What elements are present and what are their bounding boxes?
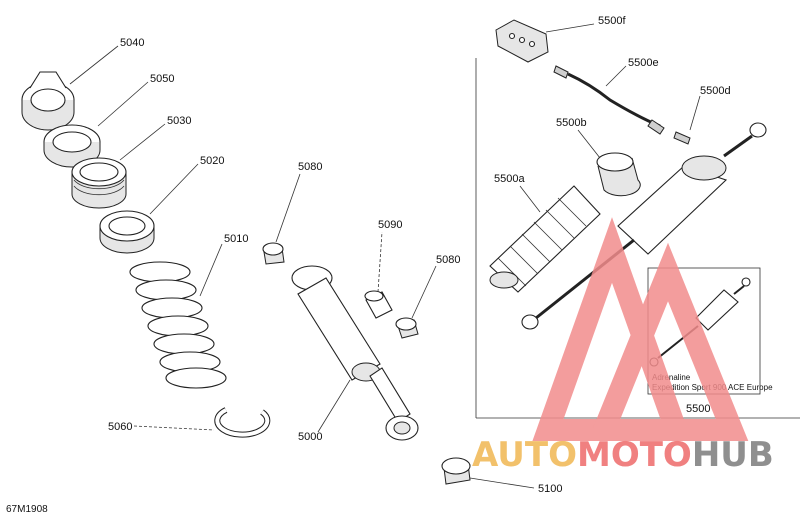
leader-5010 xyxy=(199,243,223,297)
label-5080-right: 5080 xyxy=(436,254,460,266)
part-5500f-bracket xyxy=(495,19,549,63)
watermark-logo xyxy=(532,217,749,441)
label-5020: 5020 xyxy=(200,155,224,167)
leader-5080-right xyxy=(411,265,437,319)
part-5080-bushing-left xyxy=(262,242,285,265)
watermark-triangle-right xyxy=(587,242,749,441)
watermark-auto: AUTO xyxy=(472,435,577,475)
label-5040: 5040 xyxy=(120,37,144,49)
part-5020-ring xyxy=(99,210,155,254)
part-5090-sleeve xyxy=(364,290,393,319)
watermark-moto: MOTO xyxy=(577,435,692,475)
part-5050-washer xyxy=(43,124,101,168)
label-5500e: 5500e xyxy=(628,57,659,69)
leader-5090 xyxy=(377,231,383,293)
label-5500b: 5500b xyxy=(556,117,587,129)
leader-5100 xyxy=(469,477,535,489)
part-5000-shock-absorber xyxy=(291,265,419,441)
leader-5080-left xyxy=(275,173,301,243)
leader-5060 xyxy=(133,425,215,431)
label-5010: 5010 xyxy=(224,233,248,245)
label-5090: 5090 xyxy=(378,219,402,231)
watermark-text: AUTOMOTOHUB xyxy=(472,435,774,475)
leader-5040 xyxy=(69,45,119,85)
label-5080-left: 5080 xyxy=(298,161,322,173)
part-5500d-connector xyxy=(673,131,691,145)
label-5060: 5060 xyxy=(108,421,132,433)
part-5030-collar xyxy=(71,157,127,209)
leader-5030 xyxy=(119,123,166,161)
label-5000: 5000 xyxy=(298,431,322,443)
leader-5000 xyxy=(317,379,351,433)
leader-5020 xyxy=(149,163,199,215)
label-5030: 5030 xyxy=(167,115,191,127)
leader-5500a xyxy=(519,185,541,213)
diagram-code: 67M1908 xyxy=(6,504,48,515)
label-5100: 5100 xyxy=(538,483,562,495)
leader-5500b xyxy=(577,129,601,159)
part-5080-bushing-right xyxy=(395,317,419,339)
part-5060-split-retainer xyxy=(214,407,271,438)
leader-5500e xyxy=(605,65,627,87)
part-5040-retainer xyxy=(21,71,75,131)
label-5500d: 5500d xyxy=(700,85,731,97)
part-5100-bushing xyxy=(441,457,471,485)
part-5500b-ring xyxy=(596,152,641,197)
part-5500a-boot xyxy=(489,185,601,293)
leader-5500d xyxy=(689,95,701,131)
watermark-hub: HUB xyxy=(692,435,774,475)
label-5500a: 5500a xyxy=(494,173,525,185)
leader-5500f xyxy=(545,23,595,33)
inset-line-1: Adrenaline xyxy=(652,373,691,382)
label-5500f: 5500f xyxy=(598,15,626,27)
part-5500e-cable xyxy=(553,65,665,135)
label-5500: 5500 xyxy=(686,403,710,415)
leader-5050 xyxy=(97,81,149,127)
label-5050: 5050 xyxy=(150,73,174,85)
part-5010-spring xyxy=(129,261,227,389)
